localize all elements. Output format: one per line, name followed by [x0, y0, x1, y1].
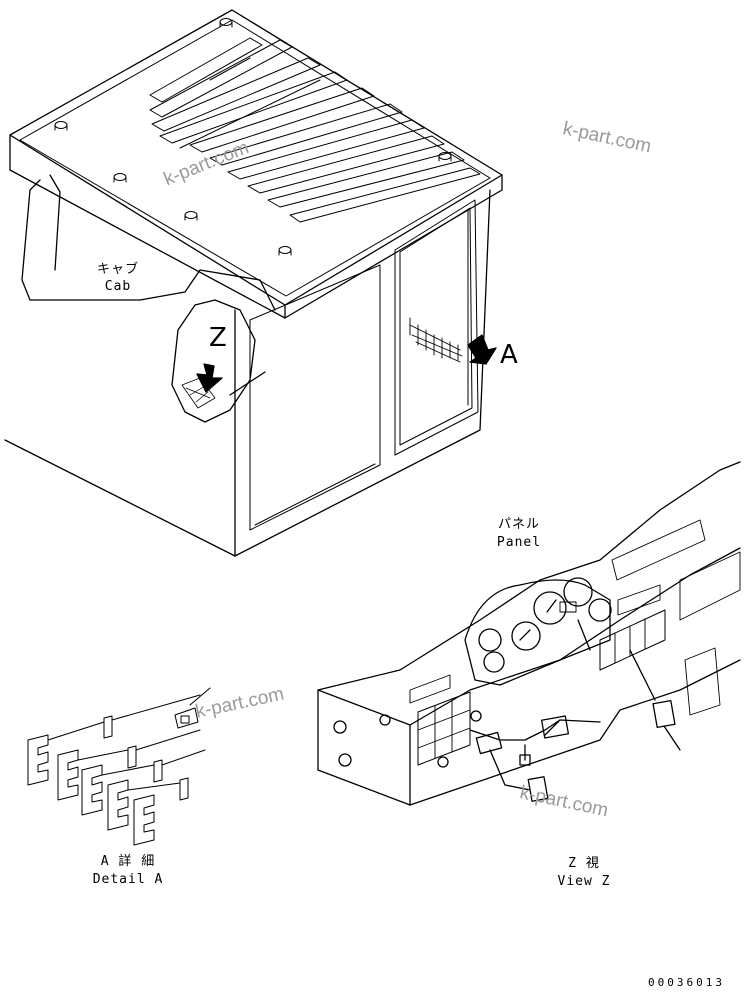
label-marker-a: A — [500, 340, 518, 370]
label-cab-jp: キャブ — [96, 262, 139, 277]
label-panel-jp: パネル — [497, 517, 540, 532]
label-detail-a-en: Detail A — [92, 872, 164, 887]
cab-roof — [9, 9, 503, 319]
label-cab-en: Cab — [104, 279, 132, 294]
label-marker-z: Z — [209, 323, 227, 353]
panel-view-z — [317, 461, 741, 806]
drawing-code: 00036013 — [648, 976, 725, 989]
cab-body — [4, 174, 497, 557]
label-view-z-jp: Z 視 — [568, 856, 600, 871]
label-view-z-en: View Z — [557, 874, 611, 889]
detail-a-clips — [27, 687, 211, 846]
label-detail-a-jp: A 詳 細 — [100, 854, 156, 869]
label-panel-en: Panel — [496, 535, 542, 550]
